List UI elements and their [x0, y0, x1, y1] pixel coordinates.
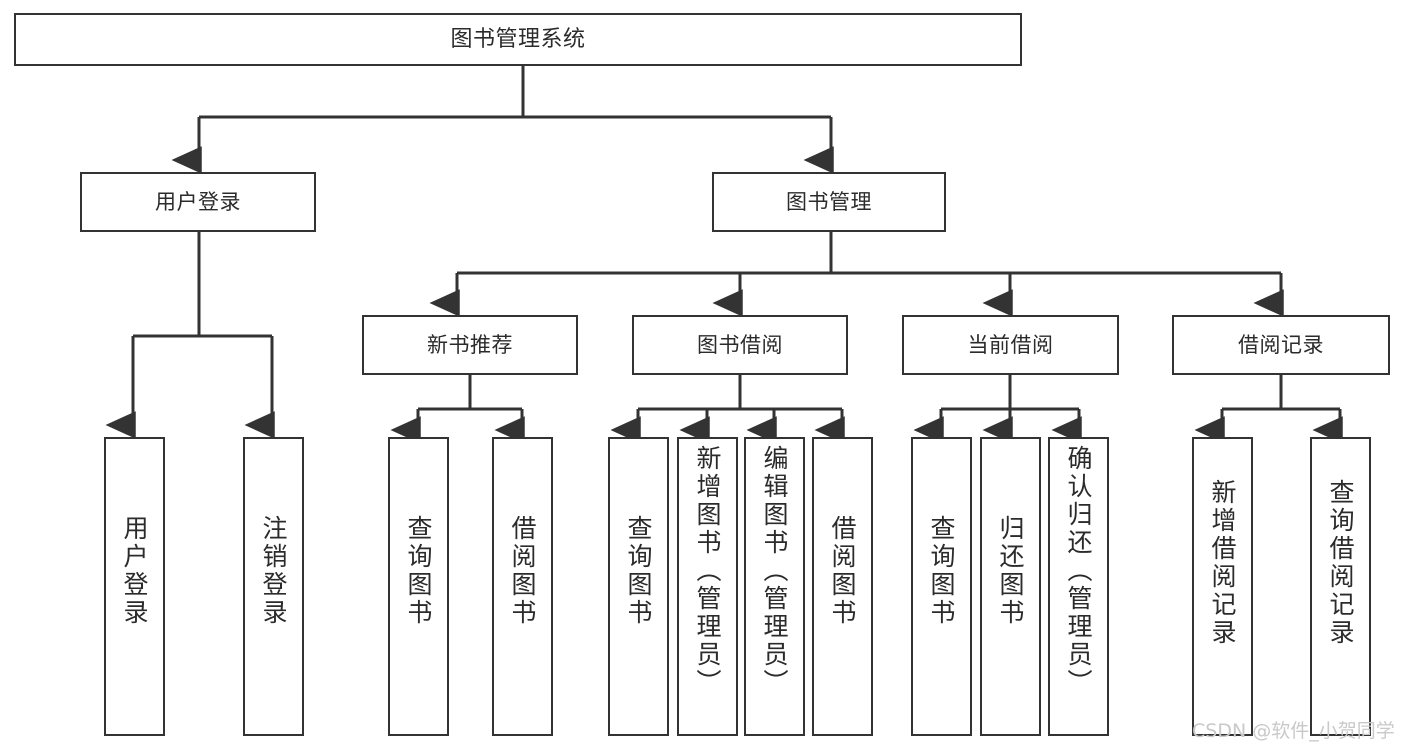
leaf-user-logout[interactable]: 注销登录 [243, 437, 304, 736]
node-root-system[interactable]: 图书管理系统 [14, 13, 1022, 66]
leaf-query-book-current[interactable]: 查询图书 [911, 437, 972, 736]
node-label: 归还图书 [996, 515, 1025, 627]
leaf-query-borrow-record[interactable]: 查询借阅记录 [1310, 437, 1371, 736]
node-book-management[interactable]: 图书管理 [712, 172, 946, 232]
node-label: 图书管理系统 [450, 26, 586, 52]
node-label: 注销登录 [259, 515, 288, 627]
node-label: 编辑图书（管理员） [760, 445, 789, 697]
leaf-confirm-return-admin[interactable]: 确认归还（管理员） [1048, 437, 1109, 736]
node-label: 查询图书 [404, 515, 433, 627]
leaf-add-borrow-record[interactable]: 新增借阅记录 [1192, 437, 1253, 736]
leaf-query-book-new[interactable]: 查询图书 [388, 437, 449, 736]
leaf-borrow-book[interactable]: 借阅图书 [812, 437, 873, 736]
node-label: 用户登录 [120, 515, 149, 627]
node-borrow-record[interactable]: 借阅记录 [1172, 315, 1390, 375]
leaf-borrow-book-new[interactable]: 借阅图书 [492, 437, 553, 736]
node-current-borrow[interactable]: 当前借阅 [902, 315, 1119, 375]
node-label: 借阅图书 [508, 515, 537, 627]
node-label: 借阅记录 [1238, 332, 1324, 357]
leaf-edit-book-admin[interactable]: 编辑图书（管理员） [744, 437, 805, 736]
node-label: 确认归还（管理员） [1064, 445, 1093, 697]
node-label: 查询借阅记录 [1326, 479, 1355, 647]
node-book-borrow[interactable]: 图书借阅 [632, 315, 848, 375]
node-new-book-recommend[interactable]: 新书推荐 [362, 315, 578, 375]
node-label: 新增图书（管理员） [693, 445, 722, 697]
leaf-query-book-borrow[interactable]: 查询图书 [608, 437, 669, 736]
node-label: 用户登录 [155, 189, 241, 214]
node-user-login[interactable]: 用户登录 [80, 172, 316, 232]
leaf-return-book[interactable]: 归还图书 [980, 437, 1041, 736]
node-label: 借阅图书 [828, 515, 857, 627]
node-label: 图书借阅 [697, 332, 783, 357]
node-label: 查询图书 [624, 515, 653, 627]
node-label: 查询图书 [927, 515, 956, 627]
leaf-add-book-admin[interactable]: 新增图书（管理员） [677, 437, 738, 736]
node-label: 当前借阅 [967, 332, 1054, 357]
node-label: 新书推荐 [427, 332, 513, 357]
node-label: 图书管理 [786, 189, 872, 214]
leaf-user-login[interactable]: 用户登录 [104, 437, 165, 736]
node-label: 新增借阅记录 [1208, 479, 1237, 647]
